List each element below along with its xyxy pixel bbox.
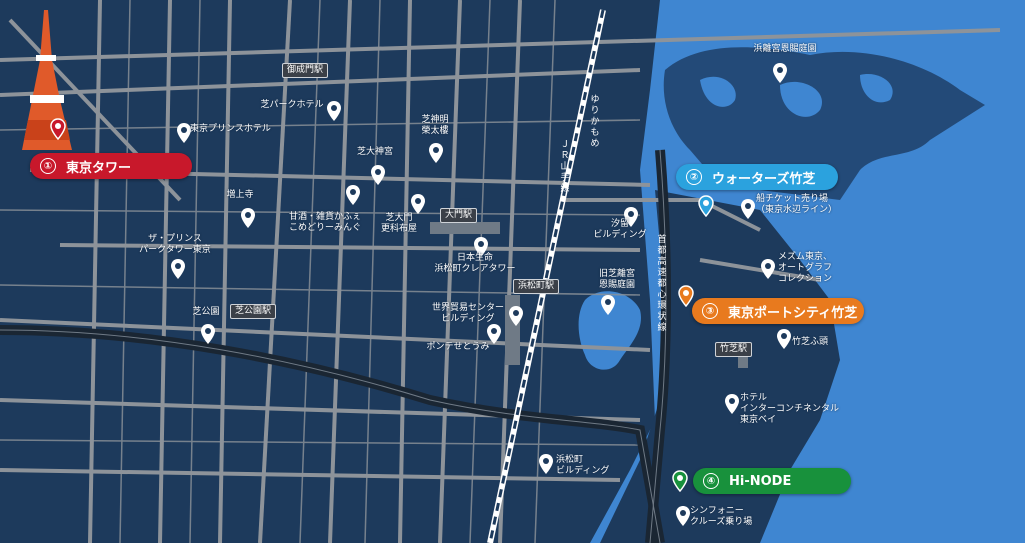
place-label: ザ・プリンス パークタワー東京	[139, 234, 211, 255]
jr-line-label: ＪＲ山手線	[560, 140, 570, 194]
callout-number: ③	[702, 303, 718, 319]
location-pin-icon[interactable]	[200, 323, 216, 345]
place-label: 世界貿易センター ビルディング	[431, 303, 504, 324]
callout-number: ①	[40, 158, 56, 174]
callout-number: ④	[703, 473, 719, 489]
place-label: 増上寺	[226, 190, 254, 200]
callout-tokyo-port-city[interactable]: ③ 東京ポートシティ竹芝	[692, 298, 864, 324]
expressways	[0, 149, 671, 543]
place-label: 芝公園	[192, 307, 220, 317]
hi-node-pin-icon[interactable]	[672, 470, 688, 492]
location-pin-icon[interactable]	[486, 323, 502, 345]
place-label: 船チケット売り場 （東京水辺ライン）	[756, 194, 838, 215]
place-label: 竹芝ふ頭	[792, 337, 829, 347]
expressway-label: 首都高速都心環状線	[657, 235, 667, 333]
station-hamamatsucho[interactable]: 浜松町駅	[513, 279, 560, 294]
place-label: 浜離宮恩賜庭園	[753, 44, 817, 54]
location-pin-icon[interactable]	[473, 236, 489, 258]
callout-tokyo-tower[interactable]: ① 東京タワー	[30, 153, 192, 179]
location-pin-icon[interactable]	[370, 164, 386, 186]
callout-label: Hi-NODE	[729, 473, 792, 489]
location-pin-icon[interactable]	[176, 122, 192, 144]
location-pin-icon[interactable]	[600, 294, 616, 316]
location-pin-icon[interactable]	[760, 258, 776, 280]
callout-label: 東京タワー	[66, 160, 132, 176]
location-pin-icon[interactable]	[508, 305, 524, 327]
hamarikyu-garden	[663, 47, 985, 200]
location-pin-icon[interactable]	[772, 62, 788, 84]
tokyo-tower-pin-icon[interactable]	[50, 118, 66, 140]
place-label: 旧芝離宮 恩賜庭園	[598, 269, 635, 290]
location-pin-icon[interactable]	[170, 258, 186, 280]
location-pin-icon[interactable]	[724, 393, 740, 415]
location-pin-icon[interactable]	[623, 206, 639, 228]
place-label: 汐留 ビルディング	[593, 219, 647, 240]
callout-label: 東京ポートシティ竹芝	[728, 305, 858, 321]
location-pin-icon[interactable]	[428, 142, 444, 164]
callout-label: ウォーターズ竹芝	[712, 171, 816, 187]
place-label: シンフォニー クルーズ乗り場	[690, 506, 753, 527]
station-takeshiba[interactable]: 竹芝駅	[715, 342, 753, 357]
location-pin-icon[interactable]	[240, 207, 256, 229]
callout-number: ②	[686, 169, 702, 185]
place-label: 日本生命 浜松町クレアタワー	[434, 253, 516, 274]
place-label: 東京プリンスホテル	[190, 124, 271, 134]
place-label: ポンテせとうみ	[426, 342, 490, 352]
station-shibakoen[interactable]: 芝公園駅	[230, 304, 277, 319]
place-label: 浜松町 ビルディング	[556, 455, 610, 476]
location-pin-icon[interactable]	[345, 184, 361, 206]
location-pin-icon[interactable]	[326, 100, 342, 122]
place-label: 甘酒・雑貨かふぇ こめどりーみんぐ	[288, 212, 361, 233]
callout-waters-takeshiba[interactable]: ② ウォーターズ竹芝	[676, 164, 838, 190]
place-label: 芝大門 更科布屋	[380, 213, 417, 234]
place-label: メズム東京、 オートグラフ コレクション	[778, 252, 833, 284]
tokyo-port-city-pin-icon[interactable]	[678, 285, 694, 307]
location-pin-icon[interactable]	[675, 505, 691, 527]
yurikamome-label: ゆりかもめ	[590, 95, 600, 149]
location-pin-icon[interactable]	[740, 198, 756, 220]
station-daimon[interactable]: 大門駅	[440, 208, 478, 223]
place-label: 芝神明 榮太樓	[421, 115, 449, 136]
location-pin-icon[interactable]	[538, 453, 554, 475]
place-label: 芝大神宮	[356, 147, 393, 157]
place-label: ホテル インターコンチネンタル 東京ベイ	[740, 393, 840, 425]
callout-hi-node[interactable]: ④ Hi-NODE	[693, 468, 851, 494]
location-pin-icon[interactable]	[410, 193, 426, 215]
station-onarimon[interactable]: 御成門駅	[282, 63, 329, 78]
waters-takeshiba-pin-icon[interactable]	[698, 195, 714, 217]
location-pin-icon[interactable]	[776, 328, 792, 350]
place-label: 芝パークホテル	[260, 100, 324, 110]
